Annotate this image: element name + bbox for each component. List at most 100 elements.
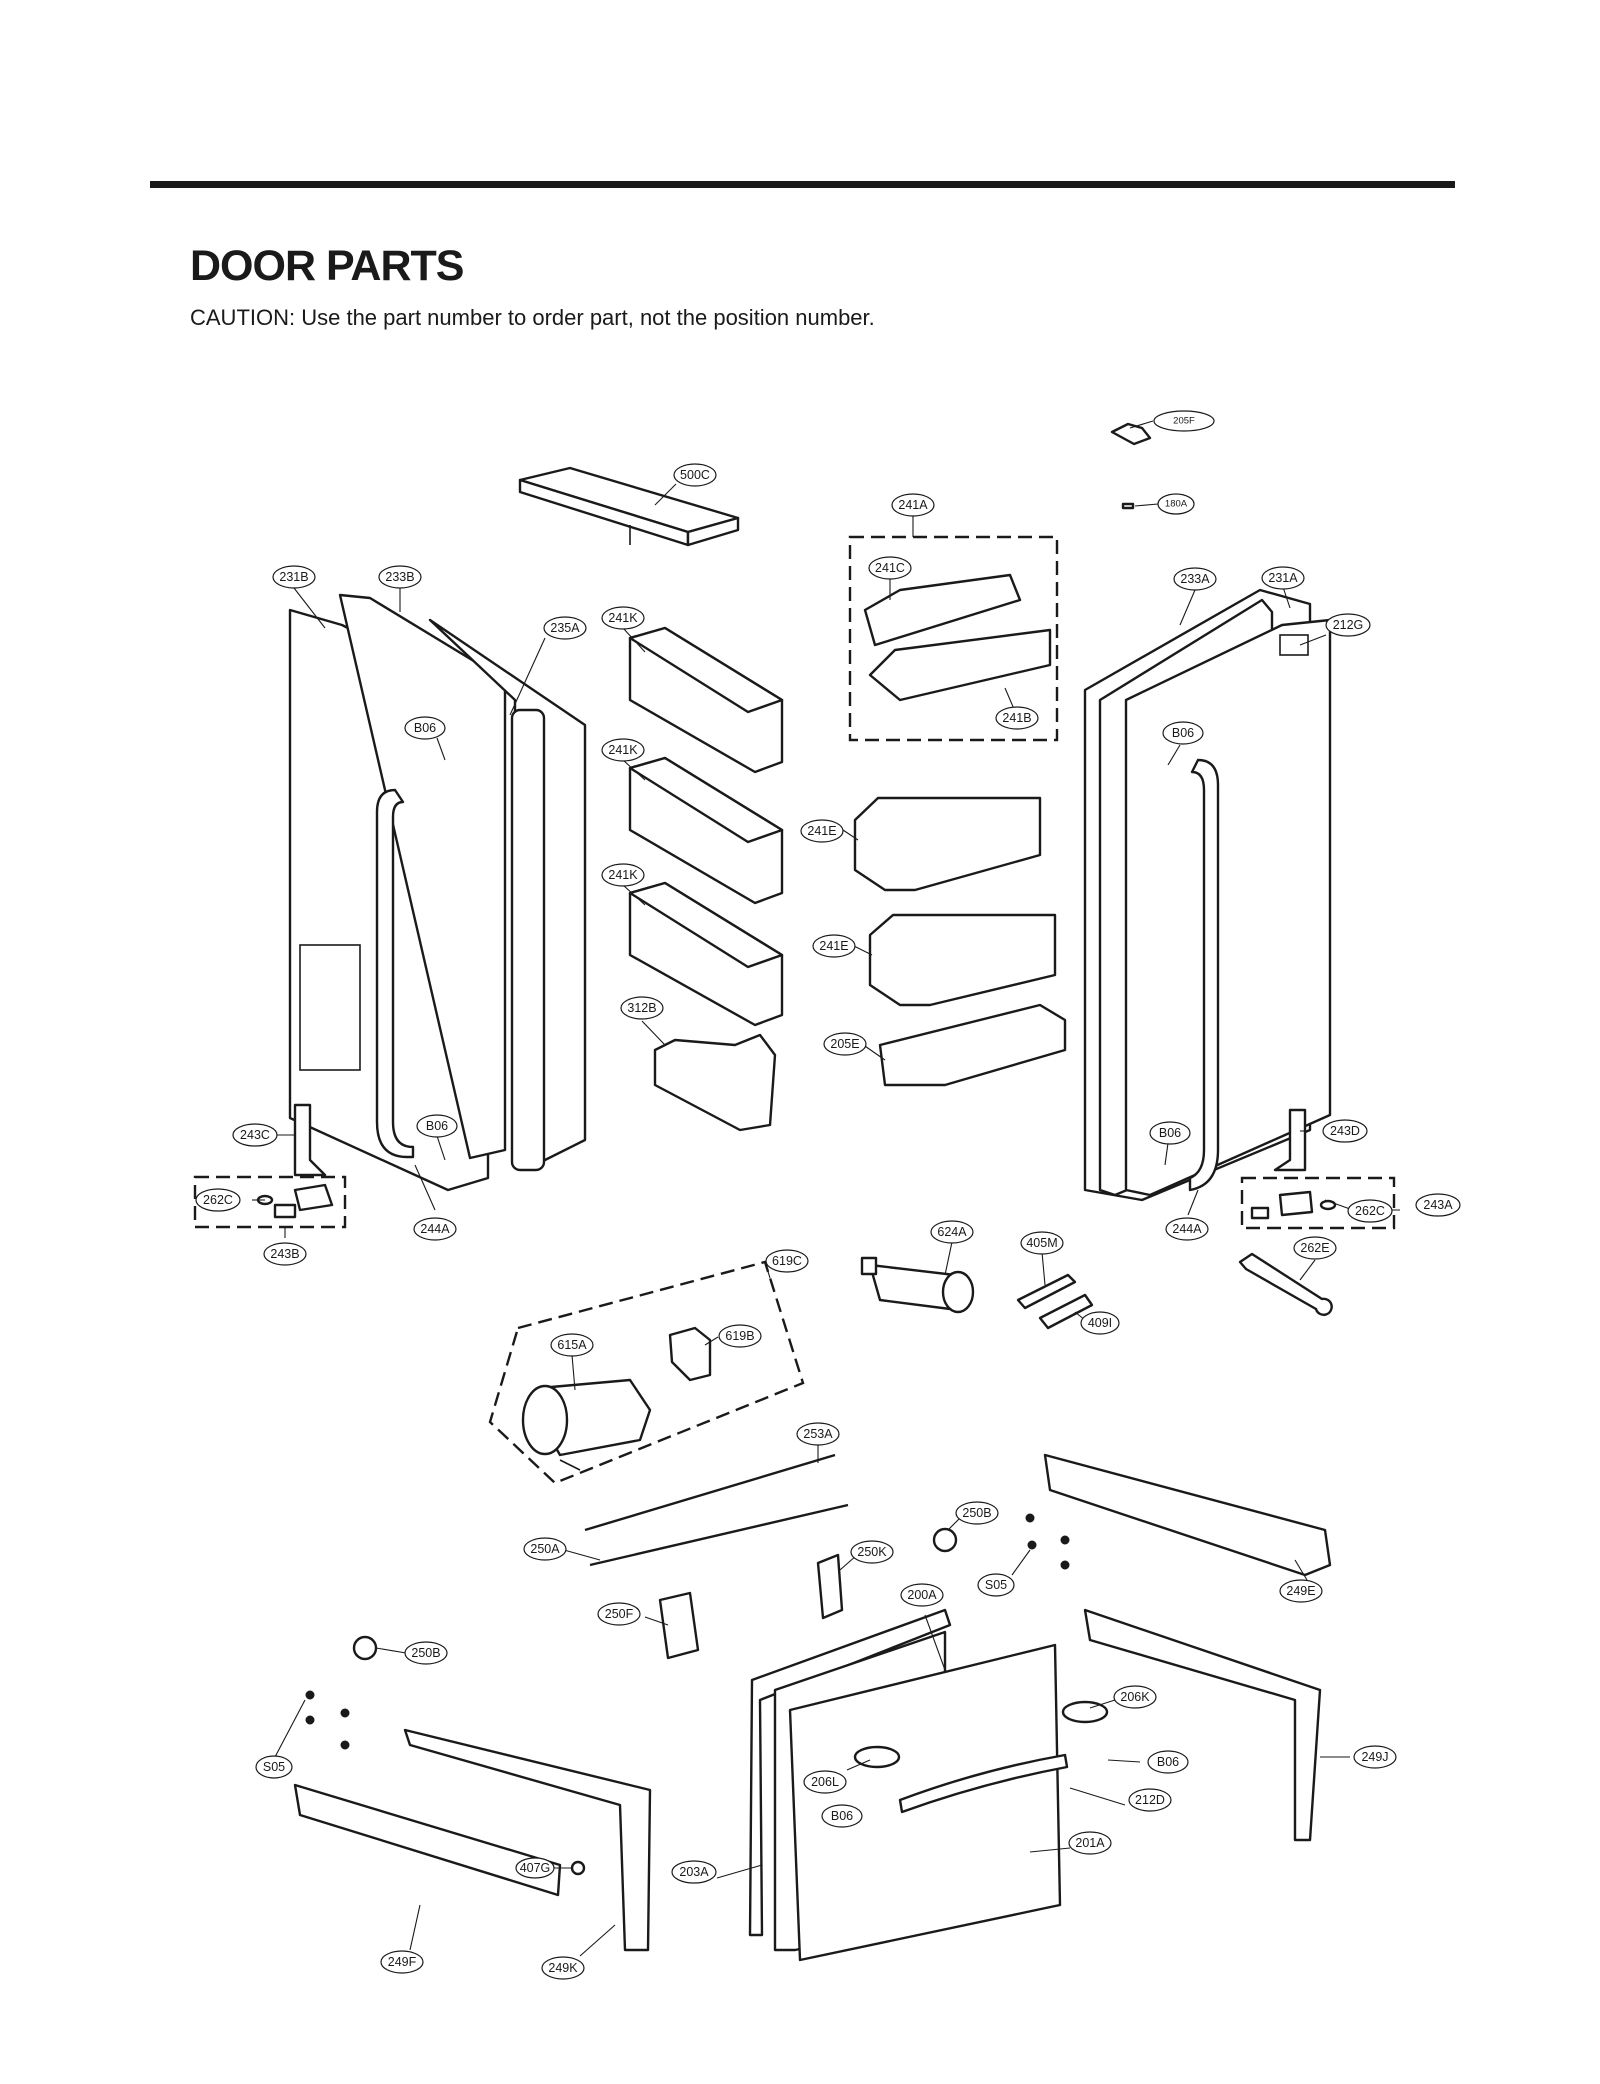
svg-text:206K: 206K [1120, 1690, 1150, 1704]
caution-note: CAUTION: Use the part number to order pa… [190, 305, 875, 330]
svg-text:250A: 250A [530, 1542, 560, 1556]
group-box-243A [1240, 1176, 1396, 1230]
header-rule [150, 181, 1455, 188]
callout-312B: 312B [620, 996, 664, 1020]
part-bins-241K [628, 626, 784, 1027]
part-hinge-right [1278, 1190, 1314, 1217]
callout-405M: 405M [1020, 1231, 1064, 1255]
callout-250A: 250A [523, 1537, 567, 1561]
callout-233B: 233B [378, 565, 422, 589]
callout-203A: 203A [671, 1860, 717, 1884]
callout-212D: 212D [1128, 1788, 1172, 1812]
callout-262C-2: 262C [1347, 1199, 1393, 1223]
svg-text:201A: 201A [1075, 1836, 1105, 1850]
svg-text:405M: 405M [1026, 1236, 1057, 1250]
callout-243B: 243B [263, 1242, 307, 1266]
group-box-243B [193, 1175, 347, 1229]
part-rail-249K [403, 1728, 652, 1952]
part-motor-615A [521, 1378, 652, 1471]
svg-text:243D: 243D [1330, 1124, 1360, 1138]
callout-250B-1: 250B [955, 1501, 999, 1525]
svg-text:241A: 241A [898, 498, 928, 512]
callout-244A-2: 244A [1165, 1217, 1209, 1241]
part-409I [1038, 1293, 1094, 1330]
part-pin-180A [1121, 502, 1135, 510]
group-box-619C [488, 1260, 805, 1485]
part-hinge-243C [293, 1103, 327, 1177]
svg-text:244A: 244A [420, 1222, 450, 1236]
callout-619B: 619B [718, 1324, 762, 1348]
callout-B06-4: B06 [1149, 1121, 1191, 1145]
svg-text:241C: 241C [875, 561, 905, 575]
part-bracket-312B [653, 1033, 777, 1132]
part-rail-249J [1083, 1608, 1322, 1842]
svg-text:253A: 253A [803, 1427, 833, 1441]
svg-text:180A: 180A [1165, 499, 1188, 510]
callout-244A-1: 244A [413, 1217, 457, 1241]
callout-243A: 243A [1415, 1193, 1461, 1217]
svg-text:312B: 312B [627, 1001, 656, 1015]
part-filter-624A [860, 1256, 975, 1314]
svg-text:615A: 615A [557, 1338, 587, 1352]
svg-text:243A: 243A [1423, 1198, 1453, 1212]
callout-231B: 231B [272, 565, 316, 589]
svg-text:241E: 241E [807, 824, 836, 838]
callout-200A: 200A [900, 1583, 944, 1607]
svg-text:233A: 233A [1180, 572, 1210, 586]
group-box-241A [848, 535, 1059, 742]
callout-241K-3: 241K [601, 863, 645, 887]
callout-B06-3: B06 [416, 1114, 458, 1138]
part-shim-243B [273, 1203, 297, 1219]
part-gear-250B-right [932, 1527, 958, 1553]
svg-text:262E: 262E [1300, 1241, 1329, 1255]
svg-text:206L: 206L [811, 1775, 839, 1789]
callout-231A: 231A [1261, 566, 1305, 590]
svg-text:B06: B06 [1157, 1755, 1179, 1769]
svg-text:241K: 241K [608, 868, 638, 882]
part-rail-249E [1043, 1453, 1332, 1577]
callout-241B: 241B [995, 706, 1039, 730]
callout-250B-2: 250B [404, 1641, 448, 1665]
part-405M [1016, 1273, 1077, 1310]
callout-235A: 235A [543, 616, 587, 640]
svg-text:212G: 212G [1333, 618, 1364, 632]
svg-text:B06: B06 [1159, 1126, 1181, 1140]
svg-text:407G: 407G [520, 1861, 551, 1875]
callout-615A: 615A [550, 1333, 594, 1357]
part-rail-250A [589, 1503, 849, 1567]
part-holder-205E [878, 1003, 1067, 1087]
svg-text:241K: 241K [608, 611, 638, 625]
part-drawer-door [748, 1608, 1109, 1962]
callout-624A: 624A [930, 1220, 974, 1244]
callout-619C: 619C [765, 1249, 809, 1273]
svg-text:B06: B06 [1172, 726, 1194, 740]
svg-text:241K: 241K [608, 743, 638, 757]
part-screws-S05 [305, 1513, 1070, 1750]
part-rail-253A [584, 1453, 836, 1532]
callout-241E-1: 241E [800, 819, 844, 843]
callout-407G: 407G [515, 1857, 555, 1879]
callout-250F: 250F [597, 1602, 641, 1626]
svg-text:231A: 231A [1268, 571, 1298, 585]
part-right-door [1083, 588, 1332, 1202]
callout-212G: 212G [1325, 613, 1371, 637]
svg-text:244A: 244A [1172, 1222, 1202, 1236]
callout-249F: 249F [380, 1950, 424, 1974]
callout-201A: 201A [1068, 1831, 1112, 1855]
part-hinge-243D [1273, 1108, 1307, 1172]
callout-249E: 249E [1279, 1579, 1323, 1603]
callout-253A: 253A [796, 1422, 840, 1446]
part-250F [658, 1591, 700, 1660]
part-bin-241A [863, 573, 1052, 702]
svg-text:200A: 200A [907, 1588, 937, 1602]
svg-text:233B: 233B [385, 570, 414, 584]
svg-text:249K: 249K [548, 1961, 578, 1975]
svg-text:619C: 619C [772, 1254, 802, 1268]
callout-180A: 180A [1157, 493, 1195, 515]
callout-233A: 233A [1173, 567, 1217, 591]
callout-241C: 241C [868, 556, 912, 580]
callout-409I: 409I [1080, 1311, 1120, 1335]
svg-text:B06: B06 [414, 721, 436, 735]
svg-text:262C: 262C [203, 1193, 233, 1207]
svg-text:624A: 624A [937, 1225, 967, 1239]
